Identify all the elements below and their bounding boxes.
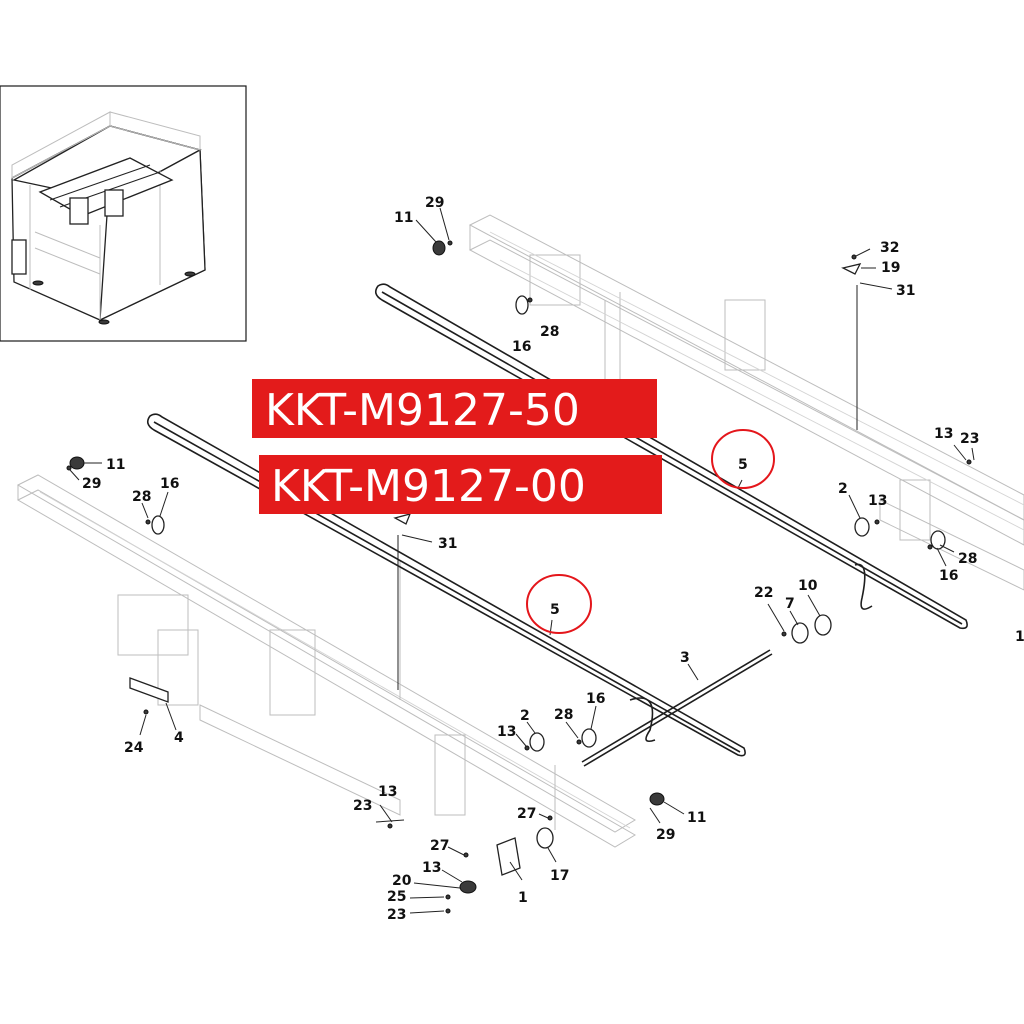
callout-10: 10 (798, 578, 818, 594)
callout-27: 27 (430, 838, 449, 854)
callout-31: 31 (438, 536, 457, 552)
callout-16: 16 (512, 339, 531, 355)
part-number-text: KKT-M9127-00 (271, 461, 586, 512)
callout-1: 1 (518, 890, 528, 906)
callout-13: 13 (868, 493, 887, 509)
part-number-banner-1: KKT-M9127-50 (252, 379, 657, 438)
callout-labels: 11 29 28 16 32 19 31 13 23 2 13 28 16 1 … (82, 195, 1024, 923)
callout-16: 16 (939, 568, 958, 584)
callout-23: 23 (387, 907, 406, 923)
callout-5: 5 (738, 457, 748, 473)
part-number-text: KKT-M9127-50 (265, 385, 580, 436)
callout-28: 28 (132, 489, 151, 505)
rear-rail-assembly (468, 214, 1024, 591)
callout-11: 11 (106, 457, 125, 473)
callout-28: 28 (554, 707, 573, 723)
callout-13: 13 (934, 426, 953, 442)
callout-11: 11 (687, 810, 706, 826)
callout-29: 29 (425, 195, 444, 211)
callout-31: 31 (896, 283, 915, 299)
callout-11: 11 (394, 210, 413, 226)
callout-13: 13 (422, 860, 441, 876)
callout-4: 4 (174, 730, 184, 746)
callout-29: 29 (656, 827, 675, 843)
part-number-banner-2: KKT-M9127-00 (259, 455, 662, 514)
callout-25: 25 (387, 889, 406, 905)
callout-7: 7 (785, 596, 795, 612)
callout-32: 32 (880, 240, 899, 256)
callout-2: 2 (838, 481, 848, 497)
callout-29: 29 (82, 476, 101, 492)
callout-27: 27 (517, 806, 536, 822)
callout-16: 16 (586, 691, 605, 707)
callout-17: 17 (550, 868, 569, 884)
belt-lower (146, 413, 873, 757)
machine-overview-inset (0, 85, 247, 342)
callout-24: 24 (124, 740, 144, 756)
callout-22: 22 (754, 585, 773, 601)
callout-3: 3 (680, 650, 690, 666)
highlight-circle-upper (711, 429, 775, 489)
pulleys-and-bearings (66, 240, 972, 914)
callout-2: 2 (520, 708, 530, 724)
front-rail-assembly (16, 474, 636, 848)
belt-upper (374, 283, 968, 630)
callout-28: 28 (540, 324, 559, 340)
highlight-circle-lower (526, 574, 592, 634)
callout-13: 13 (497, 724, 516, 740)
callout-23: 23 (960, 431, 979, 447)
callout-20: 20 (392, 873, 412, 889)
drive-shaft (581, 649, 773, 767)
callout-19: 19 (881, 260, 900, 276)
callout-16: 16 (160, 476, 179, 492)
callout-13: 13 (378, 784, 397, 800)
callout-5: 5 (550, 602, 560, 618)
callout-28: 28 (958, 551, 977, 567)
leader-lines (69, 207, 975, 914)
callout-1: 1 (1015, 629, 1024, 645)
callout-23: 23 (353, 798, 372, 814)
